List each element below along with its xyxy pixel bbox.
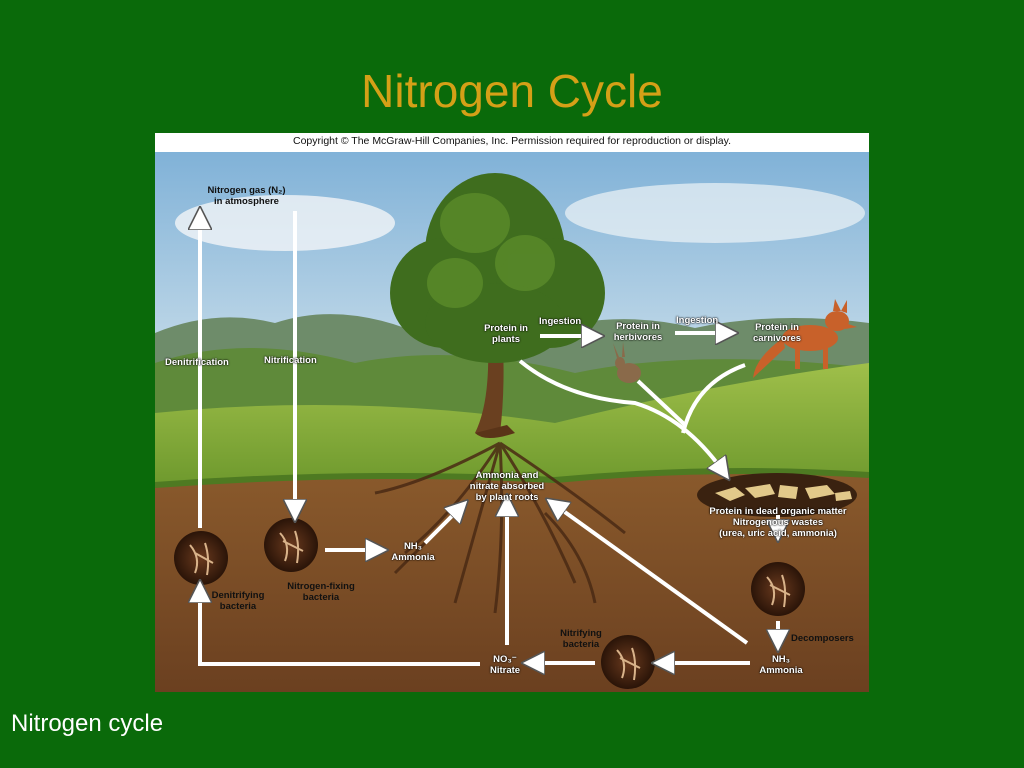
nitrification-label: Nitrification [264,355,317,366]
no3-nitrate-label: NO₃⁻ Nitrate [489,654,521,676]
absorbed-label: Ammonia and nitrate absorbed by plant ro… [469,470,545,503]
nitrogen-cycle-diagram: Copyright © The McGraw-Hill Companies, I… [155,133,869,692]
nh3-right-label: NH₃ Ammonia [759,654,803,676]
bacteria-nitrifying-icon [601,635,655,689]
denitrifying-bacteria-label: Denitrifying bacteria [211,590,265,612]
protein-carnivores-label: Protein in carnivores [752,322,802,344]
slide-caption: Nitrogen cycle [11,710,164,737]
slide-title: Nitrogen Cycle [361,65,663,117]
diagram-illustration [155,133,869,692]
ingestion-label-1: Ingestion [539,316,582,327]
bacteria-denitrifying-icon [174,531,228,585]
nitrogen-fixing-bacteria-label: Nitrogen-fixing bacteria [287,581,355,603]
nh3-left-label: NH₃ Ammonia [391,541,435,563]
decomposers-label: Decomposers [791,633,854,644]
protein-herbivores-label: Protein in herbivores [613,321,663,343]
bacteria-nitrogen-fixing-icon [264,518,318,572]
nitrifying-bacteria-label: Nitrifying bacteria [560,628,602,650]
ingestion-label-2: Ingestion [676,315,719,326]
copyright-notice: Copyright © The McGraw-Hill Companies, I… [155,133,869,152]
denitrification-label: Denitrification [165,357,229,368]
atmosphere-label: Nitrogen gas (N₂) in atmosphere [207,185,286,207]
protein-plants-label: Protein in plants [484,323,528,345]
dead-organic-matter-label: Protein in dead organic matter Nitrogeno… [709,506,847,539]
bacteria-decomposers-icon [751,562,805,616]
